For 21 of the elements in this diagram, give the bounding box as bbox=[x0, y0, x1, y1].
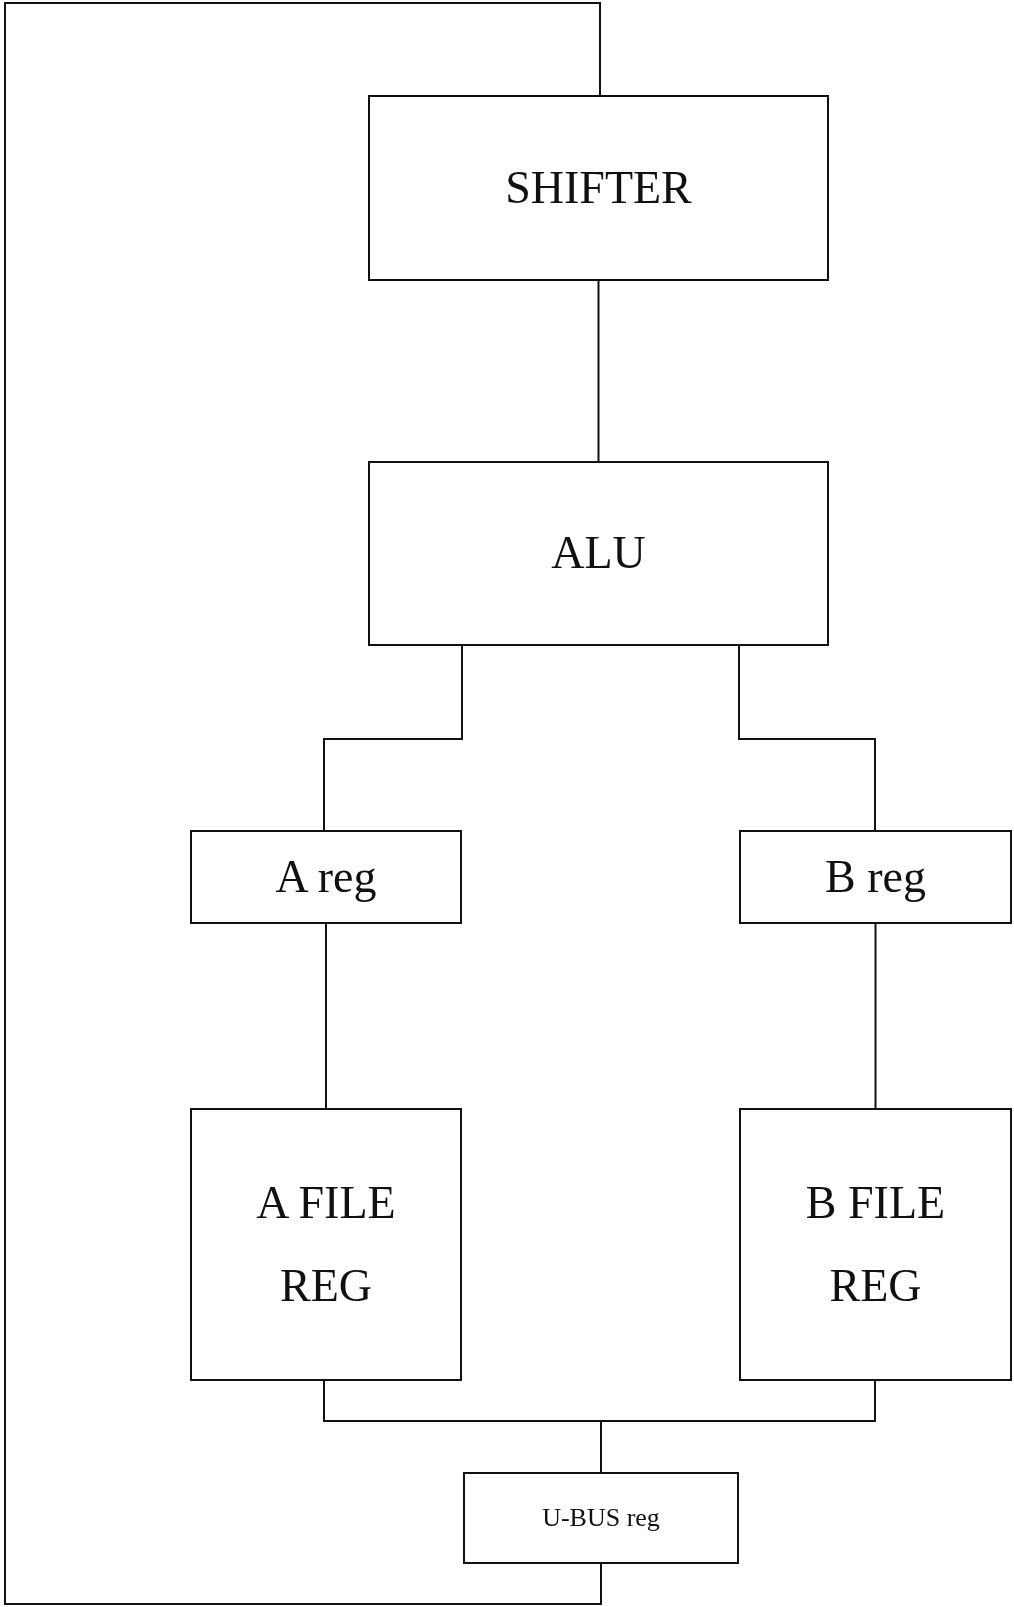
register-box bbox=[739, 830, 1012, 924]
connector-line bbox=[597, 280, 600, 462]
block-label: SHIFTER bbox=[505, 160, 692, 215]
block-label: A reg bbox=[275, 849, 377, 904]
connector-line bbox=[600, 1380, 876, 1473]
connector-line bbox=[325, 923, 327, 1109]
connector-line bbox=[874, 923, 877, 1109]
block-label: ALU bbox=[551, 526, 646, 581]
block-label: B FILE REG bbox=[804, 1175, 947, 1313]
block-label: U-BUS reg bbox=[542, 1501, 660, 1534]
register-box bbox=[190, 830, 462, 924]
register-box bbox=[463, 1472, 739, 1564]
register-box bbox=[368, 461, 829, 646]
connector-line bbox=[738, 645, 876, 831]
register-box bbox=[190, 1108, 462, 1381]
block-label: B reg bbox=[825, 849, 926, 904]
register-box bbox=[739, 1108, 1012, 1381]
register-box bbox=[368, 95, 829, 281]
connector-line bbox=[323, 645, 463, 831]
block-label: A FILE REG bbox=[255, 1175, 397, 1313]
connector-line bbox=[4, 2, 602, 1605]
